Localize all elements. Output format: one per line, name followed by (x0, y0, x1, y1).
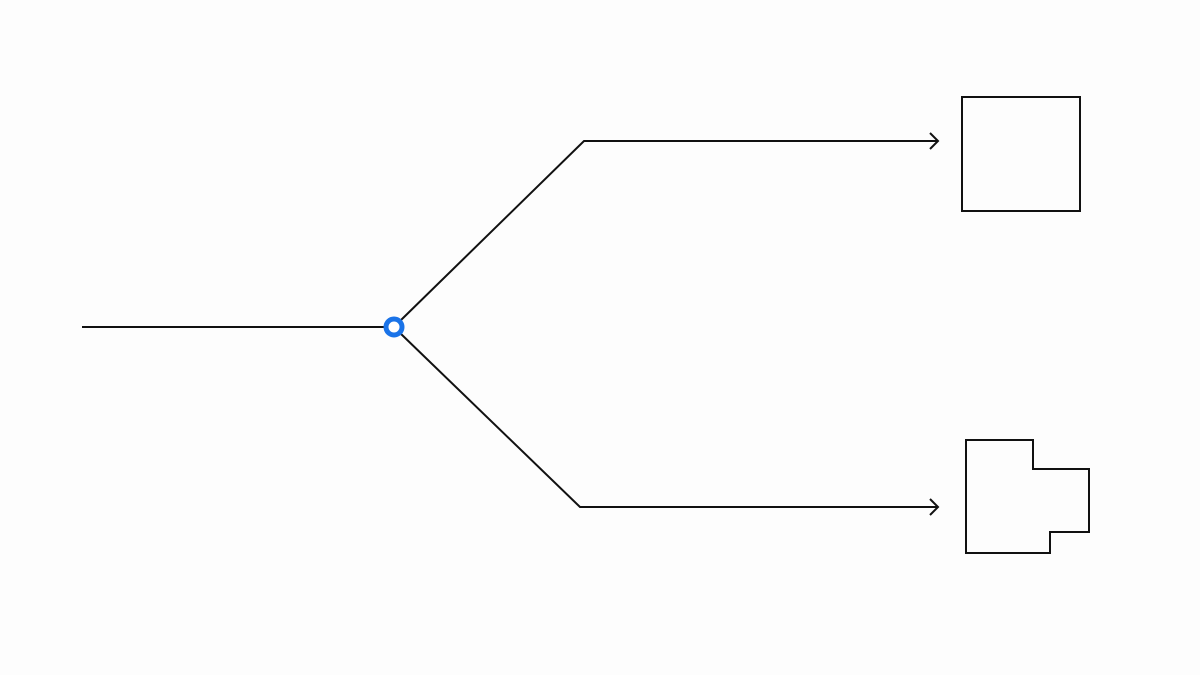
upper-arrowhead-icon (929, 132, 940, 150)
lower-branch-line (399, 332, 938, 508)
square-outline-icon (961, 96, 1081, 212)
upper-branch-line (399, 140, 938, 322)
branch-point-ring-icon[interactable] (383, 316, 405, 338)
notched-polygon-outline-icon (965, 439, 1090, 554)
lower-arrowhead-icon (929, 498, 940, 516)
